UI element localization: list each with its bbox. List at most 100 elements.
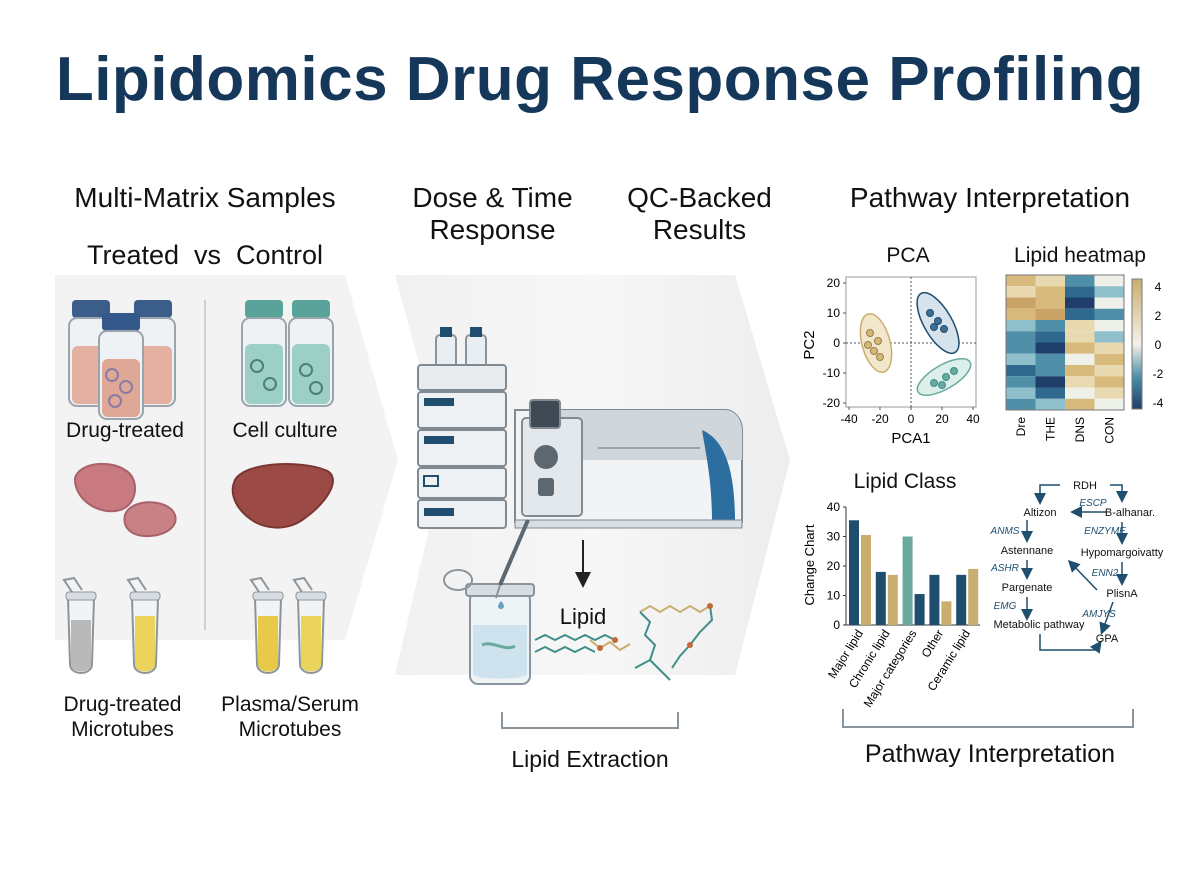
section-samples: Multi-Matrix Samples [74, 182, 336, 213]
bar-ytick-label: 30 [827, 530, 841, 544]
heatmap-cell [1035, 320, 1065, 332]
pca-points-teal [930, 367, 958, 389]
heatmap-cell [1094, 387, 1124, 399]
heatmap-cell [1006, 308, 1036, 320]
pathway-node-3: Astennane [1001, 545, 1054, 557]
solvent-bottles [435, 327, 487, 368]
extraction-jar [443, 569, 535, 685]
bar-chart-title: Lipid Class [853, 470, 957, 493]
heatmap-cell [1006, 376, 1036, 388]
pathway-node-4: Hypomargoivatty [1081, 547, 1164, 559]
heatmap-cell [1065, 387, 1095, 399]
pathway-edge-plisna-hypo [1067, 559, 1098, 591]
heatmap-scale-label: 4 [1155, 280, 1162, 294]
bar-mark [875, 571, 886, 625]
section-dose-time: Dose & Time Response [412, 182, 573, 245]
pathway-enzyme-5: EMG [994, 601, 1017, 612]
heatmap-title: Lipid heatmap [1014, 244, 1146, 267]
heatmap-cell [1094, 376, 1124, 388]
pca-xtick-label: -20 [871, 412, 889, 426]
heatmap-color-scale [1131, 278, 1143, 410]
heatmap-cell [1065, 365, 1095, 377]
bar-mark [849, 520, 859, 625]
heatmap-cell [1065, 320, 1095, 332]
lipid-extraction-footer: Lipid Extraction [511, 746, 669, 772]
heatmap-cell [1065, 297, 1095, 309]
bar-ytick-label: 20 [827, 559, 841, 573]
pca-xtick-label: 0 [908, 412, 915, 426]
plasma-serum-microtubes [249, 576, 327, 674]
heatmap-cell [1035, 353, 1065, 365]
drug-treated-microtubes [62, 576, 161, 674]
bar-mark [914, 594, 925, 625]
label-plasma-serum-microtubes: Plasma/Serum Microtubes [221, 693, 359, 741]
bar-mark [929, 574, 940, 625]
samples-illustration [62, 300, 334, 674]
hplc-stack [417, 364, 507, 529]
page-title: Lipidomics Drug Response Profiling [55, 45, 1145, 114]
extraction-bracket [501, 712, 679, 729]
heatmap-cell [1094, 320, 1124, 332]
heatmap-column-label: DNS [1073, 417, 1087, 442]
heatmap-cell [1006, 286, 1036, 298]
heatmap-cell [1006, 275, 1036, 287]
pca-xtick-label: 20 [935, 412, 949, 426]
heatmap-column-label: THE [1043, 417, 1057, 441]
section-pathway: Pathway Interpretation [849, 182, 1131, 213]
bar-mark [941, 601, 952, 625]
heatmap-cell [1065, 398, 1095, 410]
heatmap-cell [1094, 275, 1124, 287]
heatmap-cell [1035, 376, 1065, 388]
heatmap-column-label: Dre [1014, 417, 1028, 437]
pipette [495, 519, 530, 599]
pca-xlabel: PCA1 [891, 430, 930, 447]
heatmap-cell [1035, 342, 1065, 354]
heatmap-scale-label: -4 [1153, 396, 1164, 410]
pathway-node-1: Altizon [1023, 507, 1056, 519]
heatmap-cell [1094, 398, 1124, 410]
heatmap-cell [1065, 286, 1095, 298]
heatmap-cell [1006, 353, 1036, 365]
heatmap-cell [1065, 275, 1095, 287]
pathway-edge-plisna-gpa [1099, 601, 1114, 635]
heatmap-cell [1065, 376, 1095, 388]
bar-mark [861, 535, 871, 625]
pathway-edge-rdh-altizon [1034, 484, 1060, 505]
pca-ytick-label: -20 [823, 396, 841, 410]
heatmap-scale-label: 0 [1155, 338, 1162, 352]
heatmap-cell [1035, 365, 1065, 377]
pathway-bracket [842, 709, 1134, 728]
pathway-node-8: GPA [1096, 633, 1119, 645]
pca-ytick-label: 10 [827, 306, 841, 320]
pca-xtick-label: -40 [840, 412, 858, 426]
pathway-enzyme-6: AMJYS [1081, 609, 1116, 620]
heatmap-column-label: CON [1102, 417, 1116, 444]
heatmap-cell [1094, 297, 1124, 309]
bar-ytick-label: 0 [833, 618, 840, 632]
drug-treated-vials [68, 300, 176, 420]
bar-mark [956, 574, 967, 625]
pca-ylabel: PC2 [801, 330, 818, 359]
heatmap-cell [1006, 320, 1036, 332]
treated-vs-control: Treated vs Control [86, 240, 324, 270]
liver-sample [231, 463, 334, 529]
heatmap-cell [1035, 286, 1065, 298]
bar-mark [902, 536, 913, 625]
tissue-samples [73, 462, 177, 538]
pathway-node-0: RDH [1073, 480, 1097, 492]
pathway-node-2: B-alhanar. [1105, 507, 1155, 519]
pca-title: PCA [886, 244, 930, 267]
heatmap-cell [1006, 365, 1036, 377]
mass-spectrometer [514, 399, 743, 529]
heatmap-cell [1006, 398, 1036, 410]
heatmap-cell [1006, 387, 1036, 399]
lipid-label: Lipid [559, 604, 607, 629]
heatmap-cell [1094, 308, 1124, 320]
pca-ytick-label: 0 [833, 336, 840, 350]
heatmap-cell [1035, 308, 1065, 320]
pathway-enzyme-0: ESCP [1079, 498, 1107, 509]
heatmap-cell [1006, 331, 1036, 343]
